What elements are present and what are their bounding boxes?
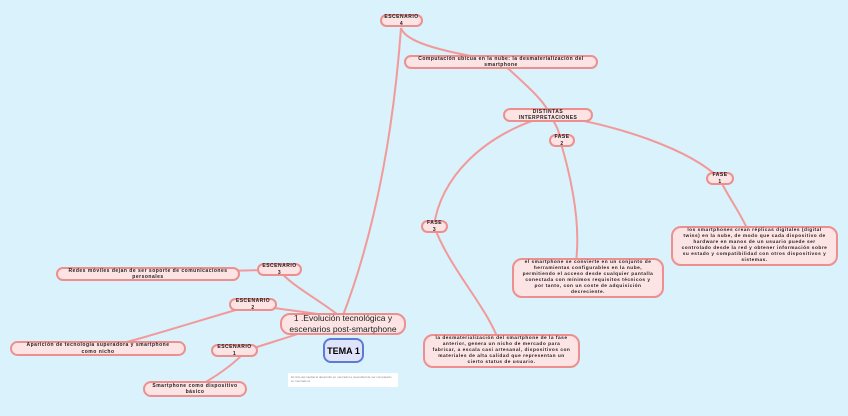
link-interp-fase3 [433,114,551,227]
scenario-4-node[interactable]: ESCENARIO 4 [380,14,423,27]
link-fase3-text [433,225,501,346]
root-topic-node[interactable]: TEMA 1 [323,338,364,363]
interpretations-node[interactable]: DISTINTAS INTERPRETACIONES [503,108,593,122]
scenario-4-child-node[interactable]: Computación ubicua en la nube: la desmat… [404,55,598,69]
scenario-3-child-node[interactable]: Redes móviles dejan de ser soporte de co… [56,267,240,281]
scenario-2-child-node[interactable]: Aparición de tecnología superadora y sma… [10,341,186,356]
fase-1-text-node[interactable]: los smartphones crean réplicas digitales… [671,226,838,266]
link-central-s4 [341,27,402,319]
link-computacion-interp [499,60,551,116]
scenario-3-node[interactable]: ESCENARIO 3 [257,263,302,276]
fase-2-text-node[interactable]: el smartphone se convierte en un conjunt… [512,258,664,298]
fase-1-node[interactable]: FASE 1 [706,172,734,185]
fase-2-node[interactable]: FASE 2 [549,134,575,147]
scenario-2-node[interactable]: ESCENARIO 2 [229,298,277,311]
link-interp-fase1 [549,114,720,179]
scenario-1-node[interactable]: ESCENARIO 1 [211,344,258,357]
fase-3-text-node[interactable]: la desmaterialización del smartphone de … [423,334,580,368]
link-fase2-text [559,139,579,263]
fase-3-node[interactable]: FASE 3 [421,220,448,233]
central-topic-node[interactable]: 1 .Evolución tecnológica y escenarios po… [280,313,406,335]
note-box: El ciclo del capital al desarrollo en me… [288,373,398,387]
scenario-1-child-node[interactable]: Smartphone como dispositivo básico [143,381,247,397]
